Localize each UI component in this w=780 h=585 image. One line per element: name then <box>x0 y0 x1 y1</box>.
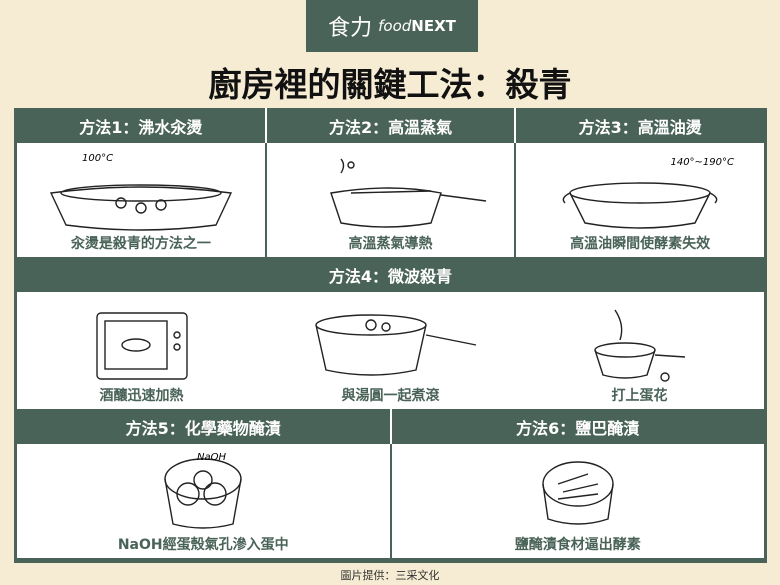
method2-header: 方法2：高溫蒸氣 <box>264 108 515 143</box>
oil-temp-label: 140°~190°C <box>670 157 735 168</box>
row1-header: 方法1：沸水汆燙 方法2：高溫蒸氣 方法3：高溫油燙 <box>17 108 764 143</box>
temp-label: 100°C <box>82 153 114 164</box>
boiling-pot-illustration <box>49 184 232 231</box>
method3-cell: 140°~190°C 高溫油瞬間使酵素失效 <box>516 143 765 257</box>
row3-cells: NaOH NaOH經蛋殼氣孔滲入蛋中 鹽醃漬食材逼出酵素 <box>17 444 764 558</box>
method1-header: 方法1：沸水汆燙 <box>79 117 203 137</box>
method2-caption: 高溫蒸氣導熱 <box>348 236 433 252</box>
row2-cells: 酒釀迅速加熱 與湯圓一起煮滾 打上蛋花 <box>17 292 764 409</box>
method2-cell: 高溫蒸氣導熱 <box>266 143 515 257</box>
method1-caption: 汆燙是殺青的方法之一 <box>70 236 211 252</box>
page-title: 廚房裡的關鍵工法：殺青 <box>208 65 572 104</box>
method4-header: 方法4：微波殺青 <box>328 266 453 286</box>
eggs-in-bowl-illustration <box>164 458 242 529</box>
method5-cell: NaOH NaOH經蛋殼氣孔滲入蛋中 <box>17 444 390 558</box>
saucepan-illustration <box>314 314 476 376</box>
microwave-illustration <box>95 312 188 380</box>
naoh-label: NaOH <box>197 452 226 463</box>
egg-caption: 打上蛋花 <box>611 388 668 404</box>
method6-caption: 鹽醃漬食材逼出酵素 <box>514 537 641 553</box>
boil-step: 與湯圓一起煮滾 <box>266 292 515 409</box>
method3-caption: 高溫油瞬間使酵素失效 <box>570 236 711 252</box>
methods-table: 方法1：沸水汆燙 方法2：高溫蒸氣 方法3：高溫油燙 100°C 汆燙是殺青的方… <box>14 108 767 563</box>
logo-en: foodNEXT <box>378 17 456 35</box>
row3-header: 方法5：化學藥物醃漬 方法6：鹽巴醃漬 <box>17 409 764 444</box>
steamer-pan-illustration <box>329 158 486 228</box>
microwave-step: 酒釀迅速加熱 <box>17 292 266 409</box>
row2-header: 方法4：微波殺青 <box>17 257 764 292</box>
method5-header: 方法5：化學藥物醃漬 <box>125 418 281 438</box>
row1-cells: 100°C 汆燙是殺青的方法之一 高溫蒸氣導熱 140°~190°C 高溫油瞬間… <box>17 143 765 257</box>
method1-cell: 100°C 汆燙是殺青的方法之一 <box>17 143 265 257</box>
method6-cell: 鹽醃漬食材逼出酵素 <box>391 444 764 558</box>
logo-zh: 食力 <box>328 16 373 41</box>
foodnext-logo: 食力 foodNEXT <box>306 0 478 52</box>
egg-step: 打上蛋花 <box>515 292 764 409</box>
salted-vegetables-illustration <box>542 461 614 525</box>
image-credit: 圖片提供：三采文化 <box>340 569 440 582</box>
microwave-caption: 酒釀迅速加熱 <box>99 388 184 404</box>
egg-drop-illustration <box>593 309 685 382</box>
boil-caption: 與湯圓一起煮滾 <box>341 388 440 404</box>
method3-header: 方法3：高溫油燙 <box>514 108 764 143</box>
method5-caption: NaOH經蛋殼氣孔滲入蛋中 <box>117 537 289 553</box>
method6-header: 方法6：鹽巴醃漬 <box>389 409 765 444</box>
oil-pan-illustration <box>562 182 718 229</box>
